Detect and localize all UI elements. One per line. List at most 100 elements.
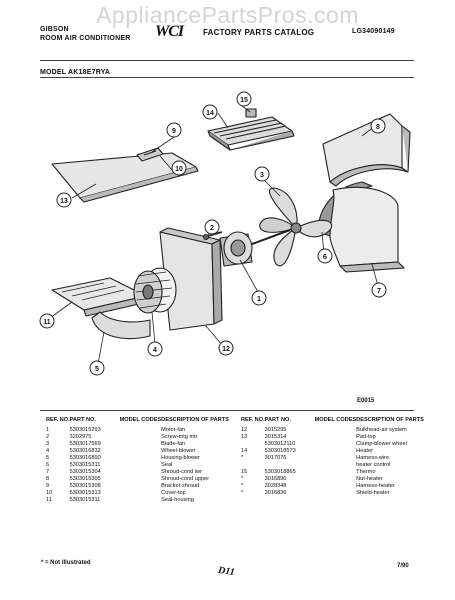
part-no-cell: 3028348 xyxy=(264,482,287,489)
header-part-no: PART NO. xyxy=(69,417,96,423)
description-cell: Seal-housing xyxy=(161,496,194,503)
table-row: heater control xyxy=(241,462,436,469)
part-no-cell: 5303015293 xyxy=(69,426,101,433)
model-codes-cell xyxy=(315,448,357,455)
part-fan-blade xyxy=(259,187,333,267)
part-top-pad xyxy=(51,152,199,203)
table-header-row: REF. NO. PART NO. MODEL CODES DESCRIPTIO… xyxy=(241,417,436,427)
description-cell: Bulkhead-air system xyxy=(356,426,407,433)
description-cell: Nut-heater xyxy=(356,475,383,482)
model-codes-cell xyxy=(315,476,357,483)
description-cell: Harness-wire xyxy=(356,454,390,461)
part-no-cell: 5303018865 xyxy=(264,468,296,475)
catalog-title: FACTORY PARTS CATALOG xyxy=(203,28,315,37)
table-row: 5303012110 Clamp-blower wheel xyxy=(241,441,436,448)
callout-8: 8 xyxy=(370,118,386,134)
svg-text:6: 6 xyxy=(323,254,327,261)
part-no-cell: 5303015313 xyxy=(69,489,101,496)
header-description: DESCRIPTION OF PARTS xyxy=(356,417,424,423)
svg-text:10: 10 xyxy=(175,166,183,173)
model-codes-cell xyxy=(315,462,357,469)
callout-9: 9 xyxy=(166,122,182,138)
callout-11: 11 xyxy=(39,313,55,329)
header-ref-no: REF. NO. xyxy=(46,417,70,423)
description-cell: Clamp-blower wheel xyxy=(356,440,407,447)
ref-no-cell xyxy=(241,462,265,469)
description-cell: Screw-mtg mtr xyxy=(161,433,198,440)
description-cell: Bracket-shroud xyxy=(161,482,200,489)
svg-text:2: 2 xyxy=(210,225,214,232)
description-cell: Shield-heater xyxy=(356,489,390,496)
model-codes-cell xyxy=(120,455,162,462)
part-shroud-lower xyxy=(329,186,405,273)
description-cell: Cover-top xyxy=(161,489,186,496)
callout-1: 1 xyxy=(251,290,267,306)
callout-7: 7 xyxy=(371,282,387,298)
model-codes-cell xyxy=(120,476,162,483)
svg-text:1: 1 xyxy=(257,296,261,303)
callout-6: 6 xyxy=(317,248,333,264)
ref-no-cell: * xyxy=(241,454,244,461)
model-label: MODEL AK18E7RYA xyxy=(40,69,111,76)
model-codes-cell xyxy=(120,427,162,434)
part-no-cell: 3017076 xyxy=(264,454,287,461)
header-rule xyxy=(40,60,414,61)
ref-no-cell: 9 xyxy=(46,482,50,489)
ref-no-cell: 4 xyxy=(46,447,50,454)
svg-text:4: 4 xyxy=(153,347,157,354)
model-rule xyxy=(40,77,414,78)
description-cell: heater control xyxy=(356,461,391,468)
part-no-cell: 3015295 xyxy=(264,426,287,433)
part-screw xyxy=(202,231,223,241)
description-cell: Wheel-blower xyxy=(161,447,196,454)
callout-14: 14 xyxy=(202,104,218,120)
part-no-cell: 5303015311 xyxy=(69,496,101,503)
part-heater xyxy=(207,108,295,151)
ref-no-cell: 11 xyxy=(46,496,52,503)
part-no-cell: 3016896 xyxy=(264,475,287,482)
svg-text:8: 8 xyxy=(376,124,380,131)
model-codes-cell xyxy=(120,441,162,448)
part-no-cell: 5303015305 xyxy=(69,475,101,482)
callout-10: 10 xyxy=(171,160,187,176)
part-no-cell: 5303012110 xyxy=(264,440,296,447)
page-number: D11 xyxy=(217,564,236,579)
svg-text:11: 11 xyxy=(43,319,51,326)
svg-text:9: 9 xyxy=(172,128,176,135)
description-cell: Shroud-cond upper xyxy=(161,475,210,482)
header-model-codes: MODEL CODES xyxy=(119,417,162,423)
svg-text:12: 12 xyxy=(222,346,230,353)
svg-text:3: 3 xyxy=(260,172,264,179)
watermark: AppliancePartsPros.com xyxy=(96,2,359,28)
description-cell: Pad-top xyxy=(356,433,376,440)
model-codes-cell xyxy=(120,448,162,455)
part-blower-housing xyxy=(91,311,151,340)
model-codes-cell xyxy=(315,469,357,476)
model-codes-cell xyxy=(315,490,357,497)
revision-date: 7/90 xyxy=(397,563,409,569)
svg-text:13: 13 xyxy=(60,198,68,205)
description-cell: Housing-blower xyxy=(161,454,201,461)
ref-no-cell: 14 xyxy=(241,447,248,454)
ref-no-cell: 1 xyxy=(46,426,50,433)
header-description: DESCRIPTION OF PARTS xyxy=(161,417,229,423)
model-codes-cell xyxy=(315,455,357,462)
model-codes-cell xyxy=(315,441,357,448)
wci-logo: WCI xyxy=(155,23,184,40)
callout-4: 4 xyxy=(147,341,163,357)
ref-no-cell xyxy=(241,441,265,448)
diagram-code: E0015 xyxy=(357,398,375,404)
part-bulkhead xyxy=(159,227,223,331)
